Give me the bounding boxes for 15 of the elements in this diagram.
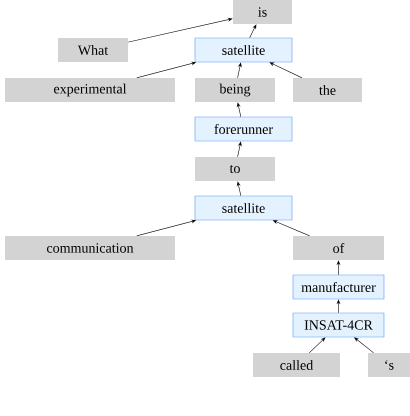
- word-box: the: [293, 78, 362, 102]
- word-box: ‘s: [368, 353, 410, 377]
- word-box: experimental: [5, 78, 175, 102]
- word-box: communication: [5, 236, 175, 260]
- word-box: forerunner: [194, 116, 292, 142]
- word-box: being: [195, 78, 275, 102]
- word-box: What: [58, 38, 128, 62]
- word-box: manufacturer: [292, 274, 384, 300]
- word-box: is: [233, 0, 292, 24]
- word-box: satellite: [194, 196, 292, 220]
- word-box: satellite: [194, 38, 292, 62]
- word-box: INSAT-4CR: [292, 312, 384, 338]
- word-box: called: [253, 353, 340, 377]
- word-box: to: [195, 157, 275, 181]
- word-box: of: [293, 236, 384, 260]
